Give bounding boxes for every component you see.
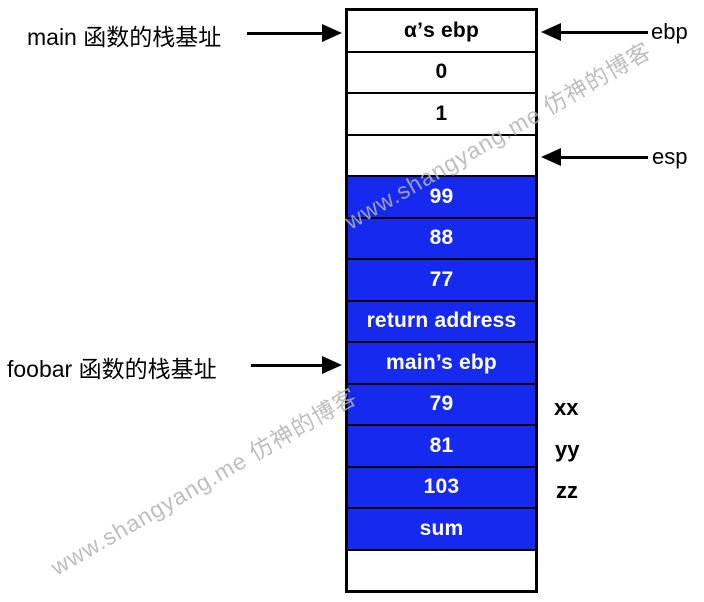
- arrow-main-to-stack: [247, 24, 342, 42]
- arrow-ebp-to-stack: [541, 23, 648, 41]
- stack-cell-label: 103: [423, 475, 460, 499]
- stack-cell-empty-esp: [348, 135, 535, 177]
- label-ebp-register: ebp: [651, 19, 688, 44]
- arrow-shaft: [561, 155, 648, 159]
- stack-cell-label: return address: [366, 309, 517, 333]
- stack-cell-79-xx: 79: [348, 384, 535, 426]
- stack-cell-alpha-ebp: α’s ebp: [348, 11, 535, 53]
- label-main-stack-base: main 函数的栈基址: [27, 24, 222, 50]
- stack-cell-return-address: return address: [348, 301, 535, 343]
- stack-cell-label: 88: [429, 226, 454, 250]
- left-arrowhead-icon: [541, 23, 561, 41]
- stack-cell-1: 1: [348, 94, 535, 136]
- stack-cell-empty-bottom: [348, 550, 535, 590]
- stack-cell-label: 81: [429, 433, 454, 457]
- stack-cell-label: main’s ebp: [386, 350, 497, 374]
- arrow-shaft: [247, 31, 322, 35]
- stack-cell-103-zz: 103: [348, 467, 535, 509]
- var-label-zz: zz: [556, 478, 578, 503]
- stack-cell-label: 77: [429, 267, 454, 291]
- var-label-yy: yy: [555, 437, 580, 462]
- right-arrowhead-icon: [322, 356, 342, 374]
- stack-cell-label: sum: [419, 516, 464, 540]
- left-arrowhead-icon: [541, 148, 561, 166]
- right-arrowhead-icon: [322, 24, 342, 42]
- stack-cell-label: 1: [435, 101, 448, 125]
- stack-cell-mains-ebp: main’s ebp: [348, 343, 535, 385]
- var-label-xx: xx: [554, 395, 579, 420]
- stack-cell-81-yy: 81: [348, 426, 535, 468]
- stack-cell-label: 0: [435, 60, 448, 84]
- arrow-foobar-to-stack: [251, 356, 342, 374]
- stack-cell-88: 88: [348, 218, 535, 260]
- label-esp-register: esp: [652, 144, 688, 169]
- arrow-shaft: [251, 363, 322, 367]
- arrow-esp-to-stack: [541, 148, 648, 166]
- arrow-shaft: [561, 30, 648, 34]
- stack-column: α’s ebp 0 1 99 88 77 return address main…: [345, 8, 538, 593]
- label-foobar-stack-base: foobar 函数的栈基址: [7, 356, 217, 382]
- stack-cell-label: 99: [429, 184, 454, 208]
- stack-cell-0: 0: [348, 52, 535, 94]
- watermark-lower: www.shangyang.me 仿神的博客: [46, 383, 362, 581]
- stack-cell-label: α’s ebp: [404, 18, 479, 42]
- stack-cell-99: 99: [348, 177, 535, 219]
- stack-cell-77: 77: [348, 260, 535, 302]
- stack-cell-sum: sum: [348, 509, 535, 551]
- stack-cell-label: 79: [429, 392, 454, 416]
